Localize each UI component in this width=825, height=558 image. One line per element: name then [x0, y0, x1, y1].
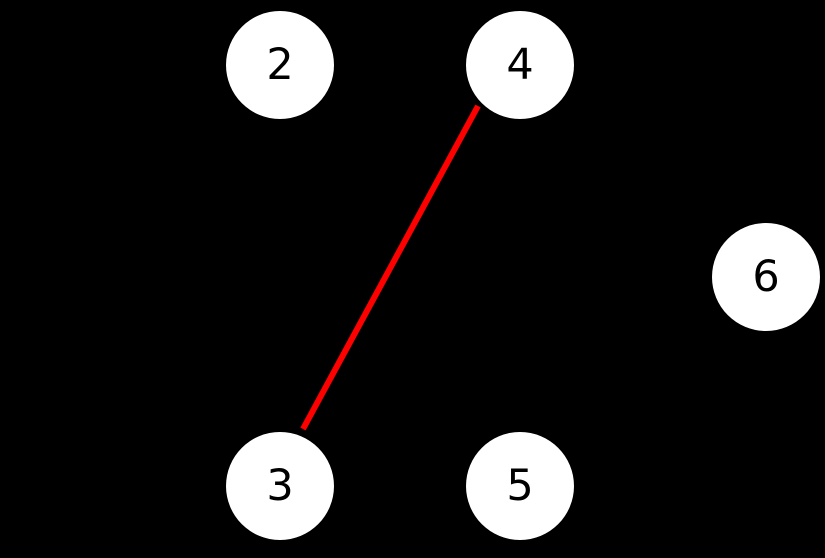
- graph-node-4[interactable]: 4: [466, 11, 574, 119]
- graph-node-2[interactable]: 2: [226, 11, 334, 119]
- graph-node-label-3: 3: [266, 460, 294, 511]
- graph-edge-4-3[interactable]: [300, 104, 481, 431]
- graph-node-5[interactable]: 5: [466, 432, 574, 540]
- graph-node-label-5: 5: [506, 460, 534, 511]
- graph-node-label-6: 6: [752, 251, 780, 302]
- graph-node-6[interactable]: 6: [712, 223, 820, 331]
- graph-node-3[interactable]: 3: [226, 432, 334, 540]
- graph-node-label-2: 2: [266, 39, 294, 90]
- graph-node-label-4: 4: [506, 39, 534, 90]
